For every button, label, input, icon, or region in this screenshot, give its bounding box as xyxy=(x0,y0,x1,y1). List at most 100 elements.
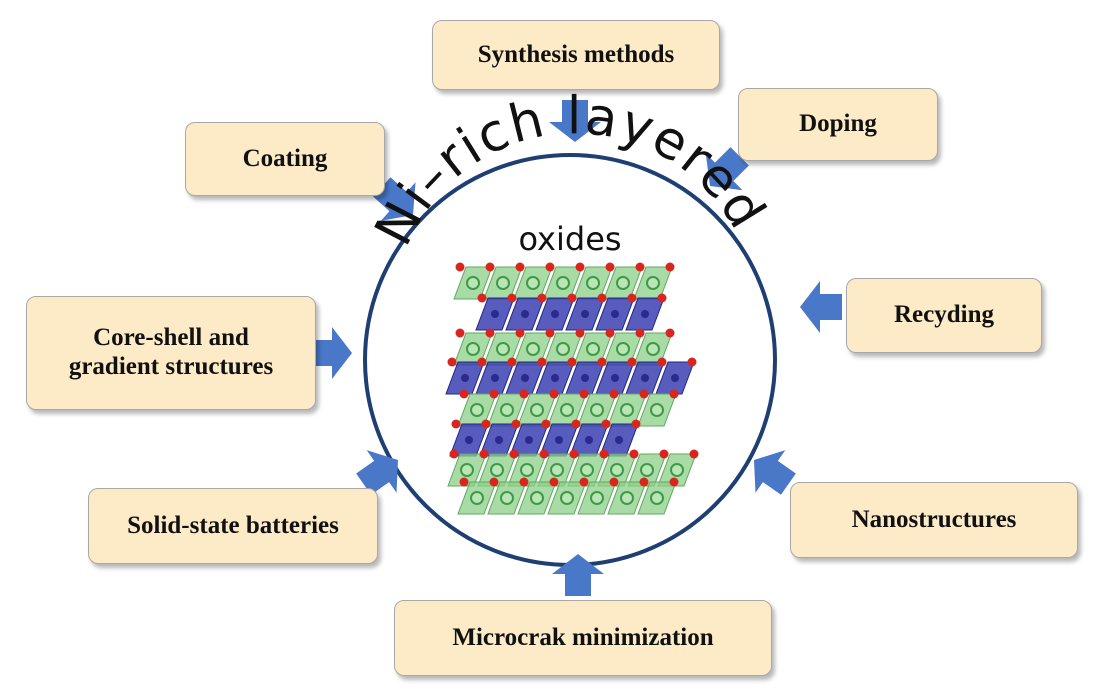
arrow-recycling xyxy=(800,281,842,333)
arrow-microcrak xyxy=(552,554,604,596)
oxygen-atom xyxy=(609,389,619,399)
lithium-atom xyxy=(550,463,564,477)
core-shell-label-line1: Core-shell and xyxy=(93,324,249,352)
oxygen-atom xyxy=(599,449,609,459)
oxygen-atom xyxy=(515,262,525,272)
oxygen-atom xyxy=(605,262,615,272)
lithium-atom xyxy=(560,403,574,417)
arrows xyxy=(310,100,842,596)
oxygen-atom xyxy=(507,357,517,367)
core-shell-label-line2: gradient structures xyxy=(68,353,274,380)
metal-atom xyxy=(491,374,499,382)
oxygen-atom xyxy=(627,293,637,303)
oxygen-atom xyxy=(449,449,459,459)
lithium-atom xyxy=(490,463,504,477)
doping-label: Doping xyxy=(799,110,877,138)
recycling-box: Recyding xyxy=(846,278,1042,353)
metal-atom xyxy=(671,374,679,382)
metal-atom xyxy=(611,310,619,318)
oxygen-atom xyxy=(509,449,519,459)
oxygen-atom xyxy=(579,477,589,487)
metal-atom xyxy=(491,310,499,318)
lithium-atom xyxy=(560,491,574,505)
metal-atom xyxy=(551,310,559,318)
doping-box: Doping xyxy=(738,88,938,161)
oxygen-atom xyxy=(519,389,529,399)
arrow-solid-state xyxy=(356,450,398,495)
oxygen-atom xyxy=(601,419,611,429)
oxygen-atom xyxy=(575,262,585,272)
oxygen-atom xyxy=(571,419,581,429)
lithium-atom xyxy=(520,463,534,477)
oxygen-atom xyxy=(639,389,649,399)
oxygen-atom xyxy=(687,357,697,367)
oxygen-atom xyxy=(669,389,679,399)
microcrak-minimization-box: Microcrak minimization xyxy=(394,600,772,676)
metal-atom xyxy=(581,374,589,382)
oxygen-atom xyxy=(567,293,577,303)
metal-atom xyxy=(525,436,533,444)
lithium-atom xyxy=(620,491,634,505)
oxygen-atom xyxy=(489,389,499,399)
oxygen-atom xyxy=(549,389,559,399)
metal-atom xyxy=(581,310,589,318)
oxygen-atom xyxy=(635,328,645,338)
oxygen-atom xyxy=(511,419,521,429)
oxygen-atom xyxy=(665,262,675,272)
coating-box: Coating xyxy=(185,122,385,196)
synthesis-methods-box: Synthesis methods xyxy=(432,20,720,90)
oxygen-atom xyxy=(539,449,549,459)
lithium-atom xyxy=(620,403,634,417)
lithium-atom xyxy=(556,342,570,356)
oxygen-atom xyxy=(659,449,669,459)
lithium-atom xyxy=(670,463,684,477)
metal-atom xyxy=(521,310,529,318)
lithium-atom xyxy=(646,342,660,356)
oxygen-atom xyxy=(635,262,645,272)
oxygen-atom xyxy=(629,449,639,459)
lithium-atom xyxy=(530,403,544,417)
lithium-atom xyxy=(586,342,600,356)
metal-atom xyxy=(555,436,563,444)
coating-label: Coating xyxy=(242,144,328,172)
oxygen-atom xyxy=(515,328,525,338)
lithium-atom xyxy=(640,463,654,477)
oxygen-atom xyxy=(537,293,547,303)
oxygen-atom xyxy=(627,357,637,367)
oxygen-atom xyxy=(597,293,607,303)
oxygen-atom xyxy=(481,419,491,429)
lithium-atom xyxy=(530,491,544,505)
lithium-atom xyxy=(580,463,594,477)
synthesis-methods-label: Synthesis methods xyxy=(477,40,675,68)
oxygen-atom xyxy=(477,357,487,367)
metal-atom xyxy=(521,374,529,382)
oxygen-atom xyxy=(597,357,607,367)
lithium-atom xyxy=(500,403,514,417)
arrow-doping xyxy=(705,147,749,191)
lithium-atom xyxy=(460,463,474,477)
solid-state-batteries-label: Solid-state batteries xyxy=(127,511,339,539)
core-shell-box: Core-shell and gradient structures xyxy=(26,296,316,410)
oxygen-atom xyxy=(657,357,667,367)
oxygen-atom xyxy=(575,328,585,338)
lithium-atom xyxy=(616,342,630,356)
crystal-structure-illustration xyxy=(445,262,699,515)
metal-atom xyxy=(495,436,503,444)
oxygen-atom xyxy=(579,389,589,399)
lithium-atom xyxy=(526,276,540,290)
oxygen-atom xyxy=(567,357,577,367)
microcrak-minimization-label: Microcrak minimization xyxy=(452,623,714,651)
oxygen-atom xyxy=(605,328,615,338)
metal-atom xyxy=(585,436,593,444)
lithium-atom xyxy=(556,276,570,290)
lithium-atom xyxy=(466,342,480,356)
oxygen-atom xyxy=(689,449,699,459)
oxygen-atom xyxy=(569,449,579,459)
recycling-label: Recyding xyxy=(894,301,994,329)
oxygen-atom xyxy=(537,357,547,367)
lithium-atom xyxy=(590,491,604,505)
lithium-atom xyxy=(650,491,664,505)
oxygen-atom xyxy=(657,293,667,303)
metal-atom xyxy=(461,374,469,382)
